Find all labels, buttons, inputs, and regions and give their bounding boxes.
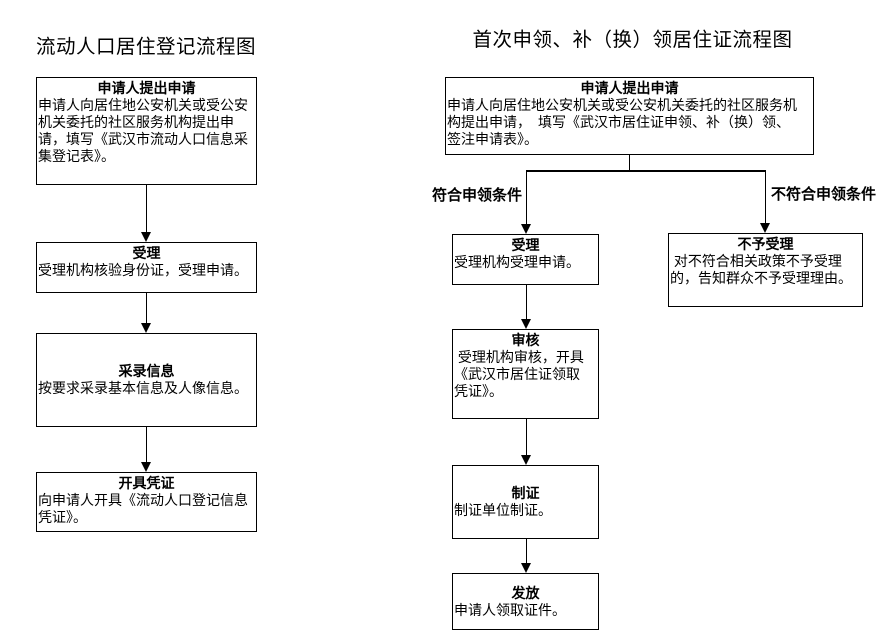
- box-body: 制证单位制证。: [454, 502, 552, 518]
- flow-box-right-issue: 发放 申请人领取证件。: [452, 573, 599, 630]
- box-body: 申请人向居住地公安机关或受公安 机关委托的社区服务机构提出申 请，填写《武汉市流…: [38, 97, 248, 164]
- box-title: 开具凭证: [118, 475, 175, 491]
- box-title: 受理: [132, 245, 161, 261]
- arrowhead-icon: [520, 319, 531, 329]
- box-body: 申请人向居住地公安机关或受公安机关委托的社区服务机 构提出申请， 填写《武汉市居…: [447, 97, 797, 147]
- arrowhead-icon: [141, 462, 151, 472]
- box-title: 审核: [511, 332, 540, 348]
- box-body: 按要求采录基本信息及人像信息。: [38, 380, 248, 396]
- flow-box-left-apply: 申请人提出申请 申请人向居住地公安机关或受公安 机关委托的社区服务机构提出申 请…: [36, 77, 257, 185]
- box-title: 受理: [511, 237, 540, 253]
- flow-box-right-accept: 受理 受理机构受理申请。: [452, 234, 599, 285]
- box-title: 制证: [511, 485, 540, 501]
- flow-box-right-review: 审核 受理机构审核，开具 《武汉市居住证领取 凭证》。: [452, 329, 599, 419]
- arrowhead-icon: [520, 455, 531, 465]
- box-body: 对不符合相关政策不予受理 的，告知群众不予受理理由。: [670, 253, 852, 286]
- box-body: 受理机构核验身份证，受理申请。: [38, 262, 248, 278]
- box-body: 受理机构受理申请。: [454, 254, 580, 270]
- flow-box-right-reject: 不予受理 对不符合相关政策不予受理 的，告知群众不予受理理由。: [668, 233, 863, 307]
- box-body: 申请人领取证件。: [454, 601, 566, 618]
- box-title: 发放: [511, 584, 540, 601]
- flow-box-right-apply: 申请人提出申请 申请人向居住地公安机关或受公安机关委托的社区服务机 构提出申请，…: [445, 77, 814, 155]
- connector-horizontal-line: [525, 170, 766, 172]
- box-title: 申请人提出申请: [580, 80, 679, 96]
- arrowhead-icon: [760, 223, 770, 233]
- arrowhead-icon: [141, 232, 151, 242]
- box-body: 受理机构审核，开具 《武汉市居住证领取 凭证》。: [454, 349, 584, 399]
- box-title: 不予受理: [737, 236, 794, 252]
- arrowhead-icon: [141, 323, 151, 333]
- flow-box-right-make: 制证 制证单位制证。: [452, 465, 599, 539]
- flow-box-left-collect: 采录信息 按要求采录基本信息及人像信息。: [36, 333, 257, 427]
- flow-box-left-voucher: 开具凭证 向申请人开具《流动人口登记信息 凭证》。: [36, 472, 257, 532]
- arrowhead-icon: [520, 224, 531, 234]
- box-body: 向申请人开具《流动人口登记信息 凭证》。: [38, 492, 248, 525]
- branch-label-not-eligible: 不符合申领条件: [771, 186, 877, 203]
- flow-box-left-accept: 受理 受理机构核验身份证，受理申请。: [36, 242, 257, 293]
- connector-stem-line: [628, 155, 631, 171]
- box-title: 申请人提出申请: [97, 80, 196, 96]
- box-title: 采录信息: [118, 363, 175, 379]
- arrowhead-icon: [520, 563, 531, 573]
- left-chart-title: 流动人口居住登记流程图: [35, 36, 256, 58]
- branch-label-eligible: 符合申领条件: [432, 187, 523, 204]
- right-chart-title: 首次申领、补（换）领居住证流程图: [472, 29, 793, 51]
